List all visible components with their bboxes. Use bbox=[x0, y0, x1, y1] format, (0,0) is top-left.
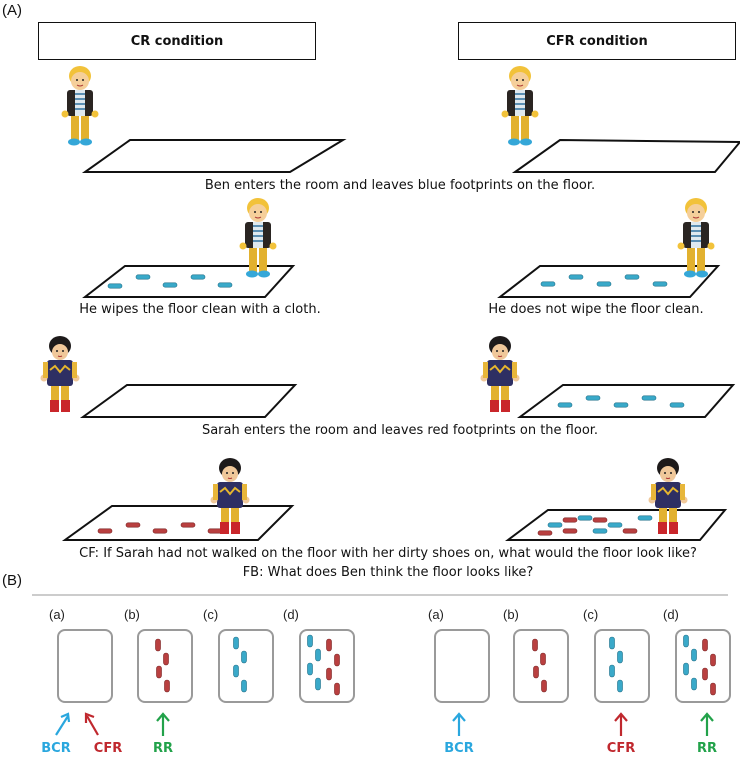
right-card-c-prints bbox=[609, 636, 623, 693]
left-option-d-label: (d) bbox=[283, 607, 299, 622]
arrow-left-bcr bbox=[55, 712, 71, 736]
cfr-condition-header: CFR condition bbox=[458, 22, 736, 60]
right-card-b bbox=[513, 629, 569, 703]
left-card-c-prints bbox=[233, 636, 247, 693]
right-option-a-label: (a) bbox=[428, 607, 444, 622]
arrow-left-cfr bbox=[84, 712, 99, 736]
caption-cf-question: CF: If Sarah had not walked on the floor… bbox=[79, 546, 697, 561]
panel-b-label: (B) bbox=[2, 572, 22, 589]
cr-condition-header: CR condition bbox=[38, 22, 316, 60]
right-rr-label: RR bbox=[696, 741, 718, 756]
floor-cr-row2 bbox=[82, 265, 296, 298]
arrow-right-cfr bbox=[614, 712, 628, 736]
floor-cr-row1 bbox=[81, 139, 347, 173]
right-card-a bbox=[434, 629, 490, 703]
arrow-left-rr bbox=[156, 712, 170, 736]
arrow-right-rr bbox=[700, 712, 714, 736]
left-cfr-label: CFR bbox=[93, 741, 123, 756]
right-card-b-prints bbox=[532, 638, 547, 693]
left-card-b-prints bbox=[155, 638, 170, 693]
floor-cfr-row3 bbox=[516, 384, 736, 418]
floor-cfr-row2 bbox=[497, 265, 721, 298]
left-rr-label: RR bbox=[152, 741, 174, 756]
right-option-b-label: (b) bbox=[503, 607, 519, 622]
right-option-d-label: (d) bbox=[663, 607, 679, 622]
caption-ben-enters: Ben enters the room and leaves blue foot… bbox=[204, 178, 596, 193]
left-bcr-label: BCR bbox=[41, 741, 71, 756]
caption-fb-question: FB: What does Ben think the floor looks … bbox=[242, 565, 534, 580]
right-card-d-prints bbox=[683, 634, 716, 696]
left-option-a-label: (a) bbox=[49, 607, 65, 622]
left-card-a bbox=[57, 629, 113, 703]
caption-cr-wipe: He wipes the floor clean with a cloth. bbox=[79, 302, 321, 317]
cfr-condition-title: CFR condition bbox=[546, 33, 648, 49]
right-bcr-label: BCR bbox=[444, 741, 474, 756]
caption-sarah-enters: Sarah enters the room and leaves red foo… bbox=[201, 423, 599, 438]
floor-cr-row3 bbox=[79, 384, 298, 418]
left-card-d-prints bbox=[307, 634, 340, 696]
panel-a-label: (A) bbox=[2, 2, 22, 19]
cr-condition-title: CR condition bbox=[130, 33, 224, 49]
left-option-c-label: (c) bbox=[203, 607, 219, 622]
left-option-b-label: (b) bbox=[124, 607, 140, 622]
right-cfr-label: CFR bbox=[606, 741, 636, 756]
caption-cfr-nowipe: He does not wipe the floor clean. bbox=[488, 302, 704, 317]
floor-cfr-row1 bbox=[511, 138, 740, 173]
arrow-right-bcr bbox=[452, 712, 466, 736]
right-option-c-label: (c) bbox=[583, 607, 599, 622]
